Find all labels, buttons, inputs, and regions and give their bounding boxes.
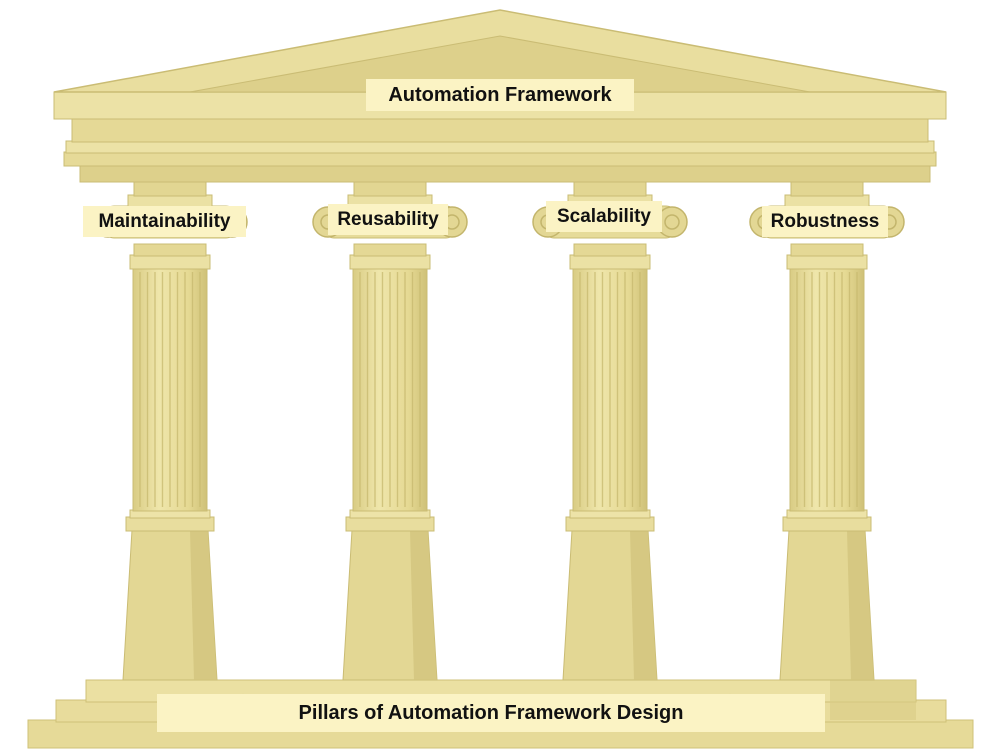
roof-title-label: Automation Framework [366,79,634,111]
pillar-label-robustness: Robustness [762,206,888,237]
pillar-label-scalability: Scalability [546,201,662,232]
pillar-label-reusability: Reusability [328,204,448,235]
column-scalability [532,181,688,681]
column-reusability [312,181,468,681]
column-maintainability [92,181,248,681]
base-label: Pillars of Automation Framework Design [157,694,825,732]
columns-group [92,181,905,681]
pillar-label-maintainability: Maintainability [83,206,246,237]
column-robustness [749,181,905,681]
